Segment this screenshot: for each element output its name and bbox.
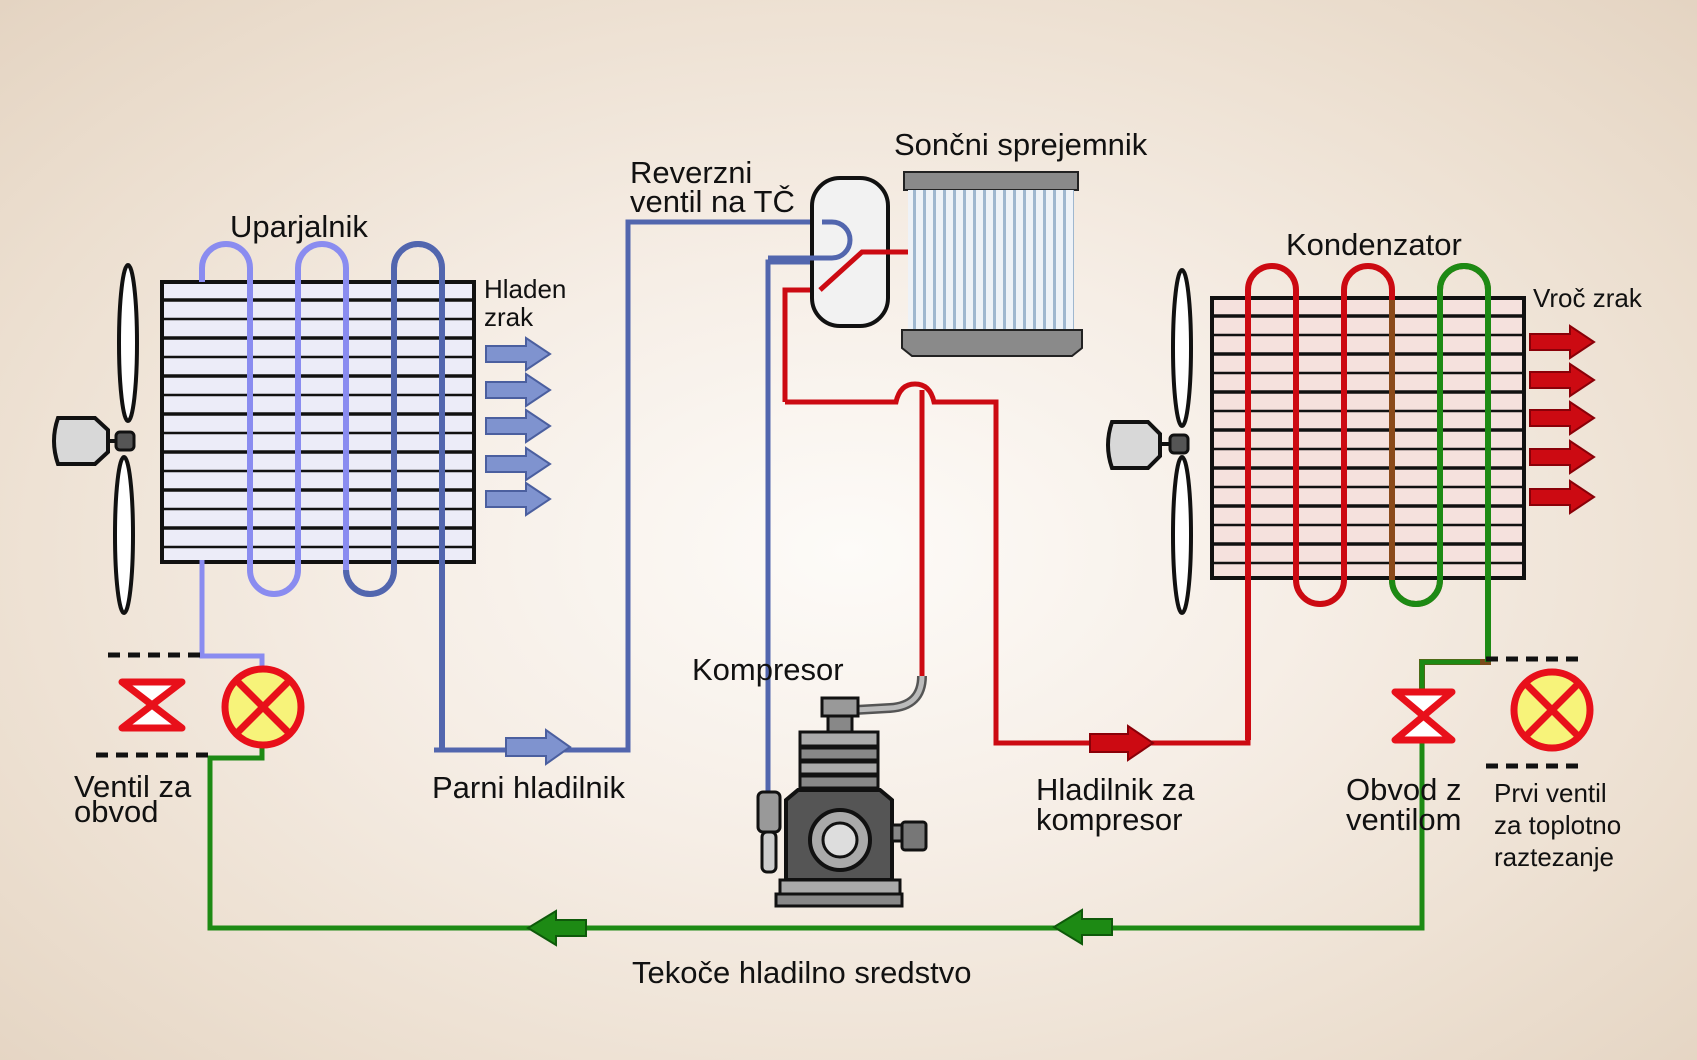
label-reversing-valve-2: ventil na TČ — [630, 184, 795, 219]
label-expansion-valve-2: za toplotno — [1494, 810, 1621, 840]
condenser-coil-liquid — [1437, 263, 1491, 662]
compressor — [756, 675, 928, 908]
label-reversing-valve-1: Reverzni — [630, 155, 752, 190]
fan-right — [1106, 268, 1193, 615]
suction-arrow — [505, 728, 572, 766]
evaporator — [160, 241, 476, 750]
cold-air-arrow — [485, 408, 552, 444]
label-vapor-cooler: Parni hladilnik — [432, 770, 625, 805]
cold-air-arrow — [485, 481, 552, 517]
hot-air-arrow — [1529, 439, 1596, 475]
label-compressor-cooler-1: Hladilnik za — [1036, 772, 1195, 807]
hot-air-arrow — [1529, 400, 1596, 436]
label-valve-bypass-2: ventilom — [1346, 802, 1461, 837]
condenser — [1210, 263, 1526, 740]
label-bypass-valve-2: obvod — [74, 794, 158, 829]
bypass-valve-left — [96, 652, 208, 758]
label-bypass-valve-1: Ventil za — [74, 769, 192, 804]
label-liquid-refrigerant: Tekoče hladilno sredstvo — [632, 955, 971, 990]
cold-air-arrow — [485, 336, 552, 372]
label-valve-bypass-1: Obvod z — [1346, 772, 1461, 807]
discharge-arrow — [1089, 724, 1155, 762]
cold-air-arrow — [485, 372, 552, 408]
cold-air-arrows — [485, 336, 552, 517]
hot-air-arrow — [1529, 479, 1596, 515]
hot-gas-to-condenser — [785, 381, 1251, 746]
label-compressor: Kompresor — [692, 652, 844, 687]
label-expansion-valve-3: raztezanje — [1494, 842, 1614, 872]
label-hot-air: Vroč zrak — [1533, 283, 1643, 313]
liquid-arrow-left — [526, 909, 587, 947]
label-compressor-cooler-2: kompresor — [1036, 802, 1182, 837]
label-cold-air-1: Hladen — [484, 274, 566, 304]
label-cold-air-2: zrak — [484, 302, 534, 332]
liquid-arrow-right — [1052, 908, 1113, 946]
condenser-fins — [1212, 314, 1524, 565]
expansion-valve-right — [1510, 668, 1594, 752]
condenser-coil-hot — [1245, 263, 1395, 740]
fan-left — [52, 263, 139, 615]
label-solar-collector: Sončni sprejemnik — [894, 127, 1148, 162]
label-condenser: Kondenzator — [1286, 227, 1462, 262]
label-evaporator: Uparjalnik — [230, 209, 368, 244]
hot-air-arrows — [1529, 324, 1596, 515]
evaporator-coil-outlet — [343, 241, 445, 750]
solar-collector — [901, 171, 1083, 357]
cold-air-arrow — [485, 446, 552, 482]
hot-air-arrow — [1529, 362, 1596, 398]
expansion-valve-left — [221, 665, 305, 749]
hot-air-arrow — [1529, 324, 1596, 360]
liquid-line — [207, 740, 1425, 931]
label-expansion-valve-1: Prvi ventil — [1494, 778, 1607, 808]
evaporator-fins — [162, 298, 474, 549]
bypass-valve-right — [1391, 656, 1580, 769]
